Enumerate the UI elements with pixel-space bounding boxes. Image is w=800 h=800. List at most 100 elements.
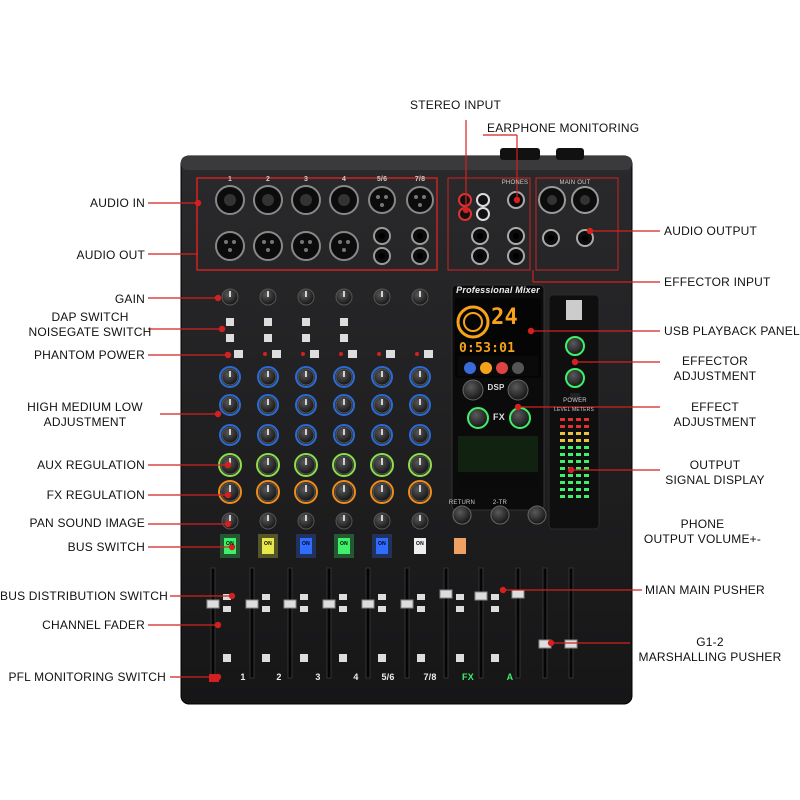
noise-gate-button[interactable] — [264, 334, 272, 342]
pfl-button[interactable] — [339, 654, 347, 662]
bus-assign-button[interactable] — [491, 594, 499, 612]
pad-button[interactable] — [264, 318, 272, 326]
pfl-button[interactable] — [262, 654, 270, 662]
gain-knob[interactable] — [259, 288, 277, 306]
pfl-button[interactable] — [417, 654, 425, 662]
main-out-xlr-jack[interactable] — [538, 186, 566, 214]
channel-fader-cap[interactable] — [400, 599, 414, 609]
eq-high-knob[interactable] — [257, 366, 279, 388]
line-input-jack[interactable] — [411, 227, 429, 245]
direct-output-jack[interactable] — [329, 231, 359, 261]
aux-knob[interactable] — [332, 453, 356, 477]
eq-mid-knob[interactable] — [219, 394, 241, 416]
pan-knob[interactable] — [373, 512, 391, 530]
fx-knob[interactable] — [256, 480, 280, 504]
pan-knob[interactable] — [411, 512, 429, 530]
bus-assign-button[interactable] — [417, 594, 425, 612]
eq-mid-knob[interactable] — [295, 394, 317, 416]
noise-gate-button[interactable] — [302, 334, 310, 342]
direct-output-jack[interactable] — [291, 231, 321, 261]
fx-knob[interactable] — [370, 480, 394, 504]
eq-mid-knob[interactable] — [257, 394, 279, 416]
bus-switch-button[interactable] — [258, 534, 278, 558]
xlr-mic-jack[interactable] — [406, 186, 434, 214]
bus-assign-button[interactable] — [262, 594, 270, 612]
phantom-power-button[interactable] — [415, 350, 433, 358]
pad-button[interactable] — [226, 318, 234, 326]
pan-knob[interactable] — [259, 512, 277, 530]
fx-knob[interactable] — [218, 480, 242, 504]
bus-switch-button[interactable] — [372, 534, 392, 558]
xlr-combo-jack[interactable] — [215, 185, 245, 215]
eq-high-knob[interactable] — [409, 366, 431, 388]
eq-mid-knob[interactable] — [333, 394, 355, 416]
channel-fader-cap[interactable] — [206, 599, 220, 609]
pan-knob[interactable] — [335, 512, 353, 530]
xlr-combo-jack[interactable] — [253, 185, 283, 215]
bus-switch-button[interactable] — [296, 534, 316, 558]
fx-knob[interactable] — [332, 480, 356, 504]
rca-jack[interactable] — [476, 207, 490, 221]
direct-output-jack[interactable] — [253, 231, 283, 261]
bus-assign-button[interactable] — [456, 594, 464, 612]
eq-high-knob[interactable] — [333, 366, 355, 388]
gain-knob[interactable] — [335, 288, 353, 306]
gain-knob[interactable] — [373, 288, 391, 306]
aux-knob[interactable] — [370, 453, 394, 477]
bus-assign-button[interactable] — [339, 594, 347, 612]
fx-knob[interactable] — [408, 480, 432, 504]
pan-knob[interactable] — [221, 512, 239, 530]
trs-jack[interactable] — [471, 247, 489, 265]
phantom-power-button[interactable] — [263, 350, 281, 358]
rca-jack[interactable] — [476, 193, 490, 207]
phantom-power-button[interactable] — [301, 350, 319, 358]
phantom-power-button[interactable] — [339, 350, 357, 358]
trs-jack[interactable] — [507, 227, 525, 245]
xlr-combo-jack[interactable] — [329, 185, 359, 215]
eq-mid-knob[interactable] — [371, 394, 393, 416]
pan-knob[interactable] — [297, 512, 315, 530]
bus-assign-button[interactable] — [223, 594, 231, 612]
aux-knob[interactable] — [256, 453, 280, 477]
phantom-power-button[interactable] — [377, 350, 395, 358]
direct-output-jack[interactable] — [215, 231, 245, 261]
pfl-button[interactable] — [456, 654, 464, 662]
eq-low-knob[interactable] — [409, 424, 431, 446]
aux-knob[interactable] — [408, 453, 432, 477]
aux-knob[interactable] — [294, 453, 318, 477]
pad-button[interactable] — [340, 318, 348, 326]
main-out-xlr-jack[interactable] — [571, 186, 599, 214]
eq-low-knob[interactable] — [295, 424, 317, 446]
main-fader-cap[interactable] — [474, 591, 488, 601]
noise-gate-button[interactable] — [226, 334, 234, 342]
pfl-button[interactable] — [300, 654, 308, 662]
trs-jack[interactable] — [507, 247, 525, 265]
eq-low-knob[interactable] — [257, 424, 279, 446]
eq-low-knob[interactable] — [333, 424, 355, 446]
channel-fader-cap[interactable] — [283, 599, 297, 609]
pfl-button[interactable] — [378, 654, 386, 662]
line-input-jack[interactable] — [411, 247, 429, 265]
channel-fader-cap[interactable] — [439, 589, 453, 599]
gain-knob[interactable] — [297, 288, 315, 306]
trs-jack[interactable] — [542, 229, 560, 247]
main-fader-cap[interactable] — [511, 589, 525, 599]
pfl-button[interactable] — [223, 654, 231, 662]
fx-bus-switch-button[interactable] — [454, 538, 466, 554]
bus-switch-button[interactable] — [414, 538, 426, 554]
eq-low-knob[interactable] — [371, 424, 393, 446]
trs-jack[interactable] — [471, 227, 489, 245]
eq-low-knob[interactable] — [219, 424, 241, 446]
pfl-button[interactable] — [491, 654, 499, 662]
xlr-combo-jack[interactable] — [291, 185, 321, 215]
fx-knob[interactable] — [294, 480, 318, 504]
gain-knob[interactable] — [411, 288, 429, 306]
channel-fader-cap[interactable] — [245, 599, 259, 609]
rca-jack[interactable] — [458, 193, 472, 207]
noise-gate-button[interactable] — [340, 334, 348, 342]
group-fader-cap[interactable] — [564, 639, 578, 649]
channel-fader-cap[interactable] — [361, 599, 375, 609]
line-input-jack[interactable] — [373, 247, 391, 265]
line-input-jack[interactable] — [373, 227, 391, 245]
channel-fader-cap[interactable] — [322, 599, 336, 609]
